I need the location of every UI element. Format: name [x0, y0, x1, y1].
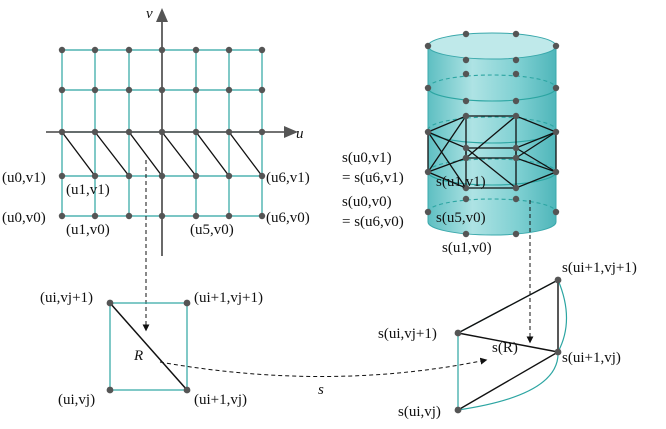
- label-sR: s(R): [492, 340, 518, 356]
- label-u6-v1: (u6,v1): [266, 170, 310, 186]
- cell-point-bottom-left: [106, 386, 114, 394]
- label-s-ui-vj: s(ui,vj): [398, 404, 441, 420]
- patch-point-top-right: [554, 276, 562, 284]
- surface-patch: s(ui+1,vj+1) s(ui,vj+1) s(R) s(ui+1,vj) …: [378, 260, 637, 420]
- patch-point-bottom-left: [454, 406, 462, 414]
- cell-square: [109, 302, 188, 391]
- label-eq-s-u6-v1: = s(u6,v1): [342, 170, 404, 186]
- label-u0-v1: (u0,v1): [2, 170, 46, 186]
- cell-point-top-right: [183, 299, 191, 307]
- patch-right-lower-curve: [457, 351, 559, 411]
- cylinder-top: [427, 32, 557, 60]
- v-axis-label: v: [146, 6, 153, 22]
- patch-point-top-left: [454, 329, 462, 337]
- label-s-ui-vj1: s(ui,vj+1): [378, 326, 437, 342]
- cell-point-bottom-right: [183, 386, 191, 394]
- label-s-ui1-vj1: s(ui+1,vj+1): [562, 260, 637, 276]
- label-s-u5-v0: s(u5,v0): [436, 210, 486, 226]
- dashed-map-curve: [159, 357, 488, 378]
- patch-top-chord: [457, 279, 559, 334]
- mapping-arrow: s: [159, 357, 488, 398]
- label-ui-vj1: (ui,vj+1): [40, 290, 93, 306]
- label-s-u0-v0: s(u0,v0): [342, 194, 392, 210]
- cylinder-body: [427, 45, 557, 236]
- label-u1-v0: (u1,v0): [66, 222, 110, 238]
- cell-point-top-left: [106, 299, 114, 307]
- grid-points: [58, 46, 266, 220]
- cell-diagonal: [109, 302, 188, 391]
- cylinder-surface: s(u0,v1) = s(u6,v1) s(u1,v1) s(u0,v0) = …: [342, 30, 560, 344]
- grid-diagonals: [61, 131, 263, 177]
- patch-point-bottom-right: [554, 348, 562, 356]
- label-s-u1-v1: s(u1,v1): [436, 174, 486, 190]
- label-ui1-vj: (ui+1,vj): [194, 392, 247, 408]
- v-axis-arrowhead: [156, 8, 168, 22]
- label-s-ui1-vj: s(ui+1,vj): [562, 350, 621, 366]
- label-ui1-vj1: (ui+1,vj+1): [194, 290, 263, 306]
- label-ui-vj: (ui,vj): [58, 392, 95, 408]
- label-eq-s-u6-v0: = s(u6,v0): [342, 214, 404, 230]
- parameter-cell: (ui,vj+1) (ui+1,vj+1) (ui,vj) (ui+1,vj) …: [40, 290, 263, 408]
- label-map-s: s: [318, 382, 324, 398]
- patch-diagonal: [457, 332, 559, 353]
- u-axis-arrowhead: [284, 126, 298, 138]
- label-u6-v0: (u6,v0): [266, 210, 310, 226]
- patch-bottom-chord: [457, 351, 559, 411]
- label-s-u0-v1: s(u0,v1): [342, 150, 392, 166]
- label-s-u1-v0: s(u1,v0): [442, 240, 492, 256]
- cylinder-points: [424, 30, 560, 238]
- label-u5-v0: (u5,v0): [190, 222, 234, 238]
- u-axis-label: u: [296, 126, 304, 142]
- patch-right-upper-curve: [557, 279, 567, 353]
- parameter-grid: v u (u0,v1) (u1,v1) (u6,v1) (u0,v0) (u1,…: [2, 6, 310, 332]
- label-R: R: [133, 348, 143, 364]
- label-u0-v0: (u0,v0): [2, 210, 46, 226]
- label-u1-v1: (u1,v1): [66, 182, 110, 198]
